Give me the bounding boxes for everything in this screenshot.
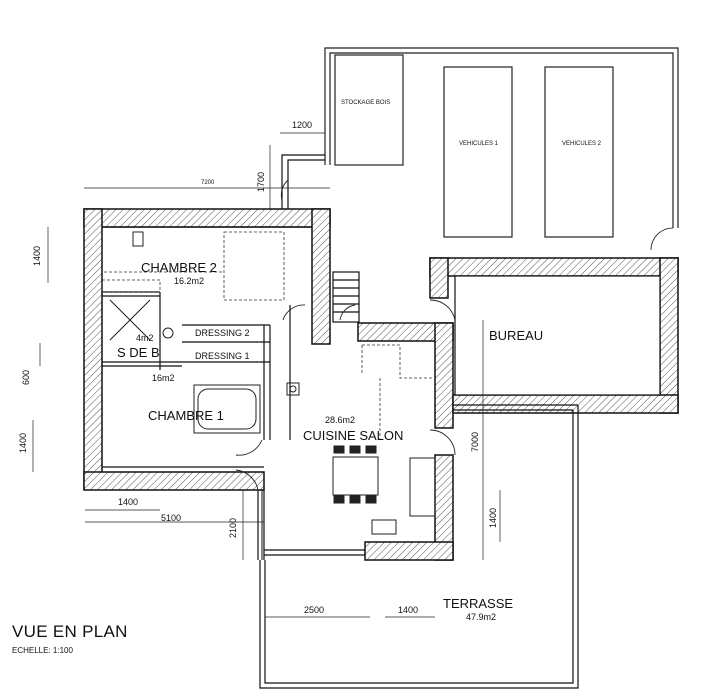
room-label-chambre-2: CHAMBRE 2: [141, 260, 217, 275]
dim-right-2: 1400: [488, 507, 498, 528]
chairs: [333, 445, 377, 504]
dim-bottom-2: 5100: [161, 513, 182, 523]
bureau-interior: [454, 275, 661, 396]
plan-scale: ECHELLE: 1:100: [12, 646, 73, 655]
room-area-cuisine: 28.6m2: [325, 415, 356, 425]
stove: [286, 382, 300, 396]
kitchen-counter: [409, 457, 436, 517]
dim-terrace-1: 2500: [304, 605, 325, 615]
room-label-vehicule-1: VEHICULES 1: [459, 141, 499, 147]
furniture-dashed: [101, 231, 432, 440]
dim-top-width: 1200: [292, 120, 313, 130]
dim-left-3: 1400: [18, 432, 28, 453]
room-label-chambre-1: CHAMBRE 1: [148, 408, 224, 423]
garage-door-swing: [650, 227, 674, 251]
room-label-dressing-2: DRESSING 2: [195, 328, 250, 338]
partitions: [102, 154, 579, 689]
stockage-bois-area: [334, 54, 404, 166]
doors: [235, 179, 456, 491]
dim-terrace-2: 1400: [398, 605, 419, 615]
dim-left-2: 600: [21, 369, 31, 385]
room-area-sdb: 4m2: [136, 333, 154, 343]
room-label-stockage-bois: STOCKAGE BOIS: [341, 100, 391, 106]
vehicule-1-space: [443, 66, 513, 238]
furniture: [109, 231, 436, 535]
dim-top-height: 1700: [256, 171, 266, 192]
dining-table: [332, 456, 379, 496]
room-label-terrasse: TERRASSE: [443, 596, 514, 611]
room-label-cuisine-salon: CUISINE SALON: [303, 428, 404, 443]
room-area-chambre-1: 16m2: [152, 373, 175, 383]
room-area-terrasse: 47.9m2: [466, 612, 497, 622]
room-label-vehicule-2: VEHICULES 2: [562, 141, 602, 147]
dim-bottom-3: 2100: [228, 517, 238, 538]
room-label-bureau: BUREAU: [489, 328, 544, 343]
dim-right-1: 7000: [470, 431, 480, 452]
bed-chambre-2: [223, 231, 285, 301]
room-area-chambre-2: 16.2m2: [174, 276, 205, 286]
dim-bottom-1: 1400: [118, 497, 139, 507]
plan-title: VUE EN PLAN: [12, 622, 128, 641]
dimension-lines: [32, 132, 501, 618]
bathtub: [193, 384, 261, 434]
room-label-dressing-1: DRESSING 1: [195, 351, 250, 361]
main-walls: [83, 208, 679, 561]
garage: [324, 47, 679, 251]
dim-overall-width: 7200: [201, 180, 215, 186]
dim-left-1: 1400: [32, 245, 42, 266]
vehicule-2-space: [544, 66, 614, 238]
sink: [371, 519, 397, 535]
room-label-sdb: S DE B: [117, 345, 160, 360]
